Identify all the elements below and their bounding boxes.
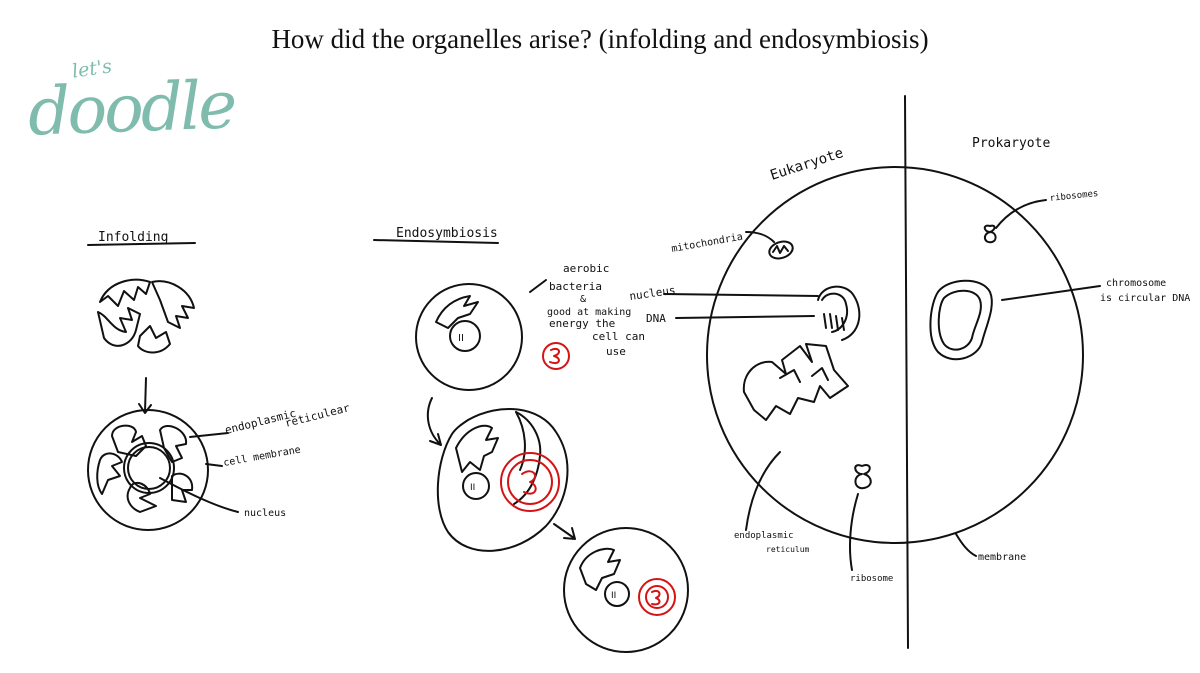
endo-bacterium-engulfed-dna [521, 470, 537, 495]
eukaryote-er-pointer [745, 451, 781, 531]
infolding-nucleus-label-line [159, 477, 239, 513]
prokaryote-chromosome-pointer [1001, 285, 1101, 301]
infolding-er-label-line [189, 432, 229, 438]
infolding-er-folds [96, 424, 194, 513]
endo-er-2 [455, 424, 499, 473]
endo-arrow-1 [426, 397, 442, 446]
eukaryote-mitochondria-pointer [745, 231, 775, 243]
endo-note-line-5: energy the [549, 317, 615, 330]
comparison-cell-circle [706, 166, 1084, 544]
prokaryote-chromosome-inner [937, 289, 982, 351]
endo-nucleus-3-mark: II [611, 591, 616, 601]
endo-mitochondrion-inner [645, 585, 669, 609]
infolding-label-nucleus: nucleus [244, 508, 286, 519]
endo-note: aerobic bacteria & good at making energy… [547, 262, 645, 358]
endo-host-cell-3 [563, 527, 689, 653]
endo-nucleus-3 [604, 581, 630, 607]
endo-bacterium-free-dna [549, 347, 560, 365]
prokaryote-label-ribosomes: ribosomes [1049, 189, 1099, 204]
eukaryote-nuclear-envelope [817, 285, 861, 341]
endo-bacterium-engulfed-inner [507, 459, 553, 505]
endo-note-line-4: good at making [547, 307, 631, 318]
infolding-panel: Infolding endoplasmic [87, 230, 352, 531]
prokaryote-ribosome [983, 224, 997, 244]
endo-label-nucleus: nucleus [629, 284, 677, 303]
endo-dna-pointer [675, 315, 815, 319]
endo-note-pointer [529, 279, 547, 293]
prokaryote-label-membrane: membrane [978, 552, 1026, 563]
endo-er-1 [435, 295, 479, 329]
infolding-heading-underline [87, 242, 196, 246]
prokaryote-membrane-pointer [955, 533, 977, 557]
infolding-folding-membrane [97, 278, 195, 354]
eukaryote-mitochondrion-cristae [772, 245, 789, 254]
divider-line [904, 95, 909, 649]
infolding-heading: Infolding [98, 230, 168, 245]
eukaryote-label-er-line1: endoplasmic [734, 531, 794, 541]
endo-nucleus-pointer [663, 293, 819, 297]
endosymbiosis-panel: Endosymbiosis II aerobic bacteria & good… [373, 226, 819, 653]
endo-arrow-2 [553, 523, 576, 540]
endo-nucleus-1-mark: II [458, 333, 464, 344]
eukaryote-label-er-line2: reticulum [766, 545, 810, 554]
prokaryote-chromosome-outer [929, 279, 993, 361]
eukaryote-ribosome-pointer [849, 493, 859, 571]
prokaryote-label-chromosome-line2: is circular DNA [1100, 293, 1190, 304]
infolding-membrane-label-line [205, 463, 223, 467]
endo-note-line-6: cell can [592, 330, 645, 343]
infolding-label-reticulear: reticulear [284, 401, 352, 430]
eukaryote-label-ribosome: ribosome [850, 574, 893, 584]
cell-comparison-panel: Eukaryote Prokaryote mitochondria endopl… [671, 95, 1190, 649]
eukaryote-dna-mark [823, 313, 845, 331]
endo-mitochondrion [638, 578, 676, 616]
infolding-label-cell-membrane: cell membrane [223, 445, 302, 469]
eukaryote-ribosome [854, 464, 872, 490]
prokaryote-label-chromosome-line1: chromosome [1106, 278, 1166, 289]
infolding-nucleus [127, 446, 171, 490]
endo-note-line-1: aerobic [563, 262, 609, 275]
eukaryote-mitochondrion [768, 240, 794, 260]
endo-note-line-7: use [606, 345, 626, 358]
prokaryote-ribosomes-pointer [995, 199, 1047, 229]
infolding-down-arrow [138, 377, 152, 414]
endo-engulfing-cell [436, 408, 569, 552]
infolding-cell-membrane [87, 409, 209, 531]
endo-host-cell-1 [415, 283, 523, 391]
infolding-nuclear-envelope [123, 442, 175, 494]
endosymbiosis-heading-underline [373, 239, 499, 244]
slide-title: How did the organelles arise? (infolding… [271, 24, 929, 54]
eukaryote-endoplasmic-reticulum [742, 343, 849, 421]
endo-nucleus-2-mark: II [470, 483, 475, 493]
endo-er-3 [579, 547, 621, 591]
eukaryote-label-mitochondria: mitochondria [671, 232, 744, 255]
prokaryote-heading: Prokaryote [972, 136, 1050, 151]
endo-mitochondrion-dna [651, 589, 661, 606]
endo-nucleus-2 [462, 472, 490, 500]
endo-note-line-3: & [580, 294, 586, 305]
endo-bacterium-engulfed [500, 452, 560, 512]
endo-note-line-2: bacteria [549, 280, 602, 293]
endo-nucleus-1 [449, 320, 481, 352]
endo-bacterium-free [542, 342, 570, 370]
endosymbiosis-heading: Endosymbiosis [396, 226, 498, 241]
endo-label-dna: DNA [646, 312, 666, 325]
